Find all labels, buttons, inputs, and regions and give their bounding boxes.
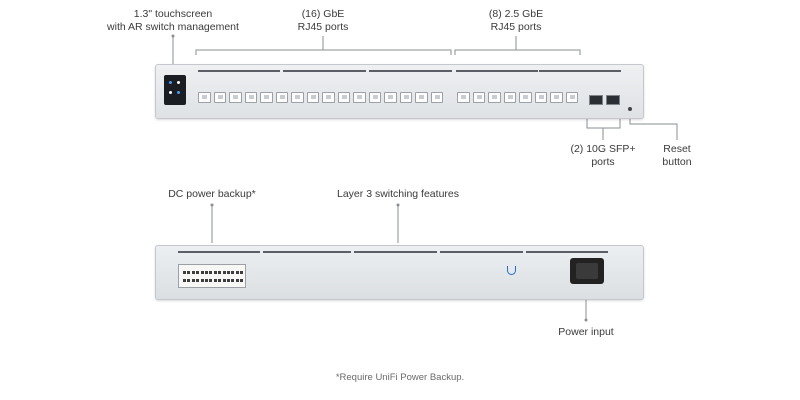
- terminal-pin: [200, 279, 204, 282]
- label-gbe-ports: (16) GbE RJ45 ports: [298, 8, 349, 34]
- switch-front-panel: [155, 64, 644, 119]
- vent-slot: [526, 251, 608, 253]
- gbe25-port-5: [519, 92, 532, 103]
- gbe25-port-8: [565, 92, 578, 103]
- label-sfp-line2: ports: [591, 156, 615, 168]
- callout-touchscreen-dot: [171, 34, 175, 38]
- gbe25-port-1: [457, 92, 470, 103]
- gbe-port-6: [275, 92, 288, 103]
- reset-button: [628, 107, 632, 111]
- footnote: *Require UniFi Power Backup.: [335, 372, 465, 383]
- sfp-port-2: [606, 95, 620, 105]
- label-touchscreen-line2: with AR switch management: [107, 21, 239, 33]
- gbe-port-8: [306, 92, 319, 103]
- gbe-port-13: [384, 92, 397, 103]
- sfp-port-1: [589, 95, 603, 105]
- terminal-pin: [191, 279, 195, 282]
- gbe25-port-6: [534, 92, 547, 103]
- terminal-pin: [240, 279, 244, 282]
- label-gbe25-line2: RJ45 ports: [490, 21, 542, 33]
- vent-slot: [263, 251, 351, 253]
- terminal-pin: [196, 279, 200, 282]
- gbe25-port-2: [472, 92, 485, 103]
- bracket-gbe: [195, 49, 452, 55]
- vent-slot: [198, 70, 280, 72]
- vent-slot: [369, 70, 452, 72]
- gbe-port-2: [213, 92, 226, 103]
- terminal-pin: [231, 279, 235, 282]
- terminal-pin: [183, 279, 186, 282]
- terminal-pin: [235, 271, 239, 274]
- terminal-pin: [187, 271, 191, 274]
- dc-power-terminal: [178, 264, 246, 288]
- label-dc-power: DC power backup*: [168, 188, 256, 200]
- callout-power-input-dot: [584, 318, 588, 322]
- gbe-port-1: [198, 92, 211, 103]
- gbe25-port-4: [503, 92, 516, 103]
- terminal-pin: [191, 271, 195, 274]
- gbe-port-7: [291, 92, 304, 103]
- gbe-port-12: [368, 92, 381, 103]
- vent-slot: [354, 251, 437, 253]
- label-touchscreen: 1.3" touchscreen with AR switch manageme…: [107, 8, 239, 34]
- gbe25-port-3: [488, 92, 501, 103]
- terminal-pin: [205, 271, 208, 274]
- unifi-logo-icon: [507, 266, 516, 275]
- label-gbe-line2: RJ45 ports: [297, 21, 349, 33]
- vent-slot: [456, 70, 538, 72]
- label-sfp-line1: (2) 10G SFP+: [570, 143, 636, 155]
- terminal-pin: [227, 279, 230, 282]
- gbe-port-4: [244, 92, 257, 103]
- terminal-pin: [209, 279, 213, 282]
- vent-slot: [539, 70, 621, 72]
- gbe-port-10: [337, 92, 350, 103]
- gbe-port-3: [229, 92, 242, 103]
- label-touchscreen-line1: 1.3" touchscreen: [133, 8, 213, 20]
- terminal-pin: [187, 279, 191, 282]
- gbe25-port-7: [550, 92, 563, 103]
- terminal-pin: [183, 271, 186, 274]
- label-power-input: Power input: [558, 326, 614, 338]
- terminal-pin: [209, 271, 213, 274]
- terminal-pin: [231, 271, 235, 274]
- terminal-pin: [218, 279, 222, 282]
- terminal-pin: [235, 279, 239, 282]
- vent-slot: [283, 70, 366, 72]
- gbe-port-5: [260, 92, 273, 103]
- power-input-socket: [570, 258, 604, 284]
- terminal-pin: [227, 271, 230, 274]
- vent-slot: [440, 251, 523, 253]
- label-gbe25-line1: (8) 2.5 GbE: [488, 8, 544, 20]
- gbe-port-16: [430, 92, 443, 103]
- label-sfp-ports: (2) 10G SFP+ ports: [570, 143, 635, 169]
- callout-dc-power-dot: [210, 203, 214, 207]
- gbe-port-11: [353, 92, 366, 103]
- terminal-pin: [205, 279, 208, 282]
- terminal-pin: [200, 271, 204, 274]
- gbe-port-9: [322, 92, 335, 103]
- switch-rear-panel: [155, 245, 644, 300]
- terminal-pin: [213, 279, 217, 282]
- terminal-pin: [213, 271, 217, 274]
- gbe-port-15: [415, 92, 428, 103]
- bracket-gbe25: [454, 49, 581, 55]
- label-reset-line1: Reset: [663, 143, 691, 155]
- label-reset: Reset button: [662, 143, 691, 169]
- terminal-pin: [196, 271, 200, 274]
- label-gbe25-ports: (8) 2.5 GbE RJ45 ports: [489, 8, 543, 34]
- vent-slot: [178, 251, 260, 253]
- terminal-pin: [222, 279, 226, 282]
- label-reset-line2: button: [662, 156, 692, 168]
- label-gbe-line1: (16) GbE: [301, 8, 345, 20]
- gbe-port-14: [399, 92, 412, 103]
- touchscreen-icon: [164, 75, 186, 105]
- terminal-pin: [218, 271, 222, 274]
- terminal-pin: [240, 271, 244, 274]
- label-layer3: Layer 3 switching features: [337, 188, 459, 200]
- callout-layer3-dot: [396, 203, 400, 207]
- terminal-pin: [222, 271, 226, 274]
